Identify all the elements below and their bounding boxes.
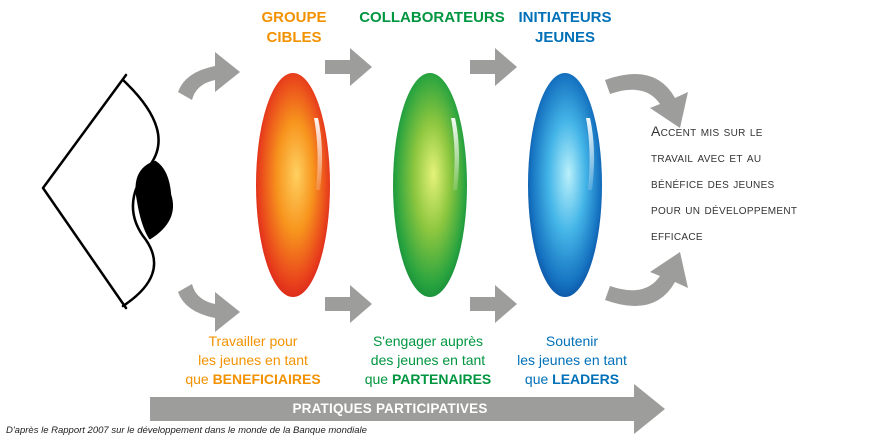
lens-orange — [256, 73, 330, 297]
eye-icon — [41, 73, 173, 310]
arrow-icon — [325, 285, 372, 323]
arrow-icon — [470, 285, 517, 323]
lens-blue — [528, 73, 602, 297]
arrow-icon — [605, 74, 688, 128]
arrow-icon — [325, 48, 372, 86]
column-heading-youth-initiators: INITIATEURS JEUNES — [518, 9, 612, 46]
participatory-arrow — [150, 384, 665, 434]
accent-statement: Accent mis sur le travail avec et au bén… — [651, 123, 798, 243]
column-desc-partners: S'engager auprès des jeunes en tant que … — [364, 333, 492, 387]
source-note: D'après le Rapport 2007 sur le développe… — [6, 425, 367, 436]
column-heading-target-groups: GROUPE CIBLES — [261, 9, 327, 46]
arrow-icon — [470, 48, 517, 86]
column-desc-leaders: Soutenir les jeunes en tant que LEADERS — [517, 333, 627, 387]
lens-green — [393, 73, 467, 297]
arrow-icon — [178, 52, 240, 100]
arrow-icon — [605, 252, 688, 306]
participatory-practices-label: PRATIQUES PARTICIPATIVES — [292, 401, 488, 416]
column-heading-collaborators: COLLABORATEURS — [359, 9, 505, 26]
arrow-icon — [178, 284, 240, 332]
column-desc-beneficiaries: Travailler pour les jeunes en tant que B… — [185, 333, 321, 387]
